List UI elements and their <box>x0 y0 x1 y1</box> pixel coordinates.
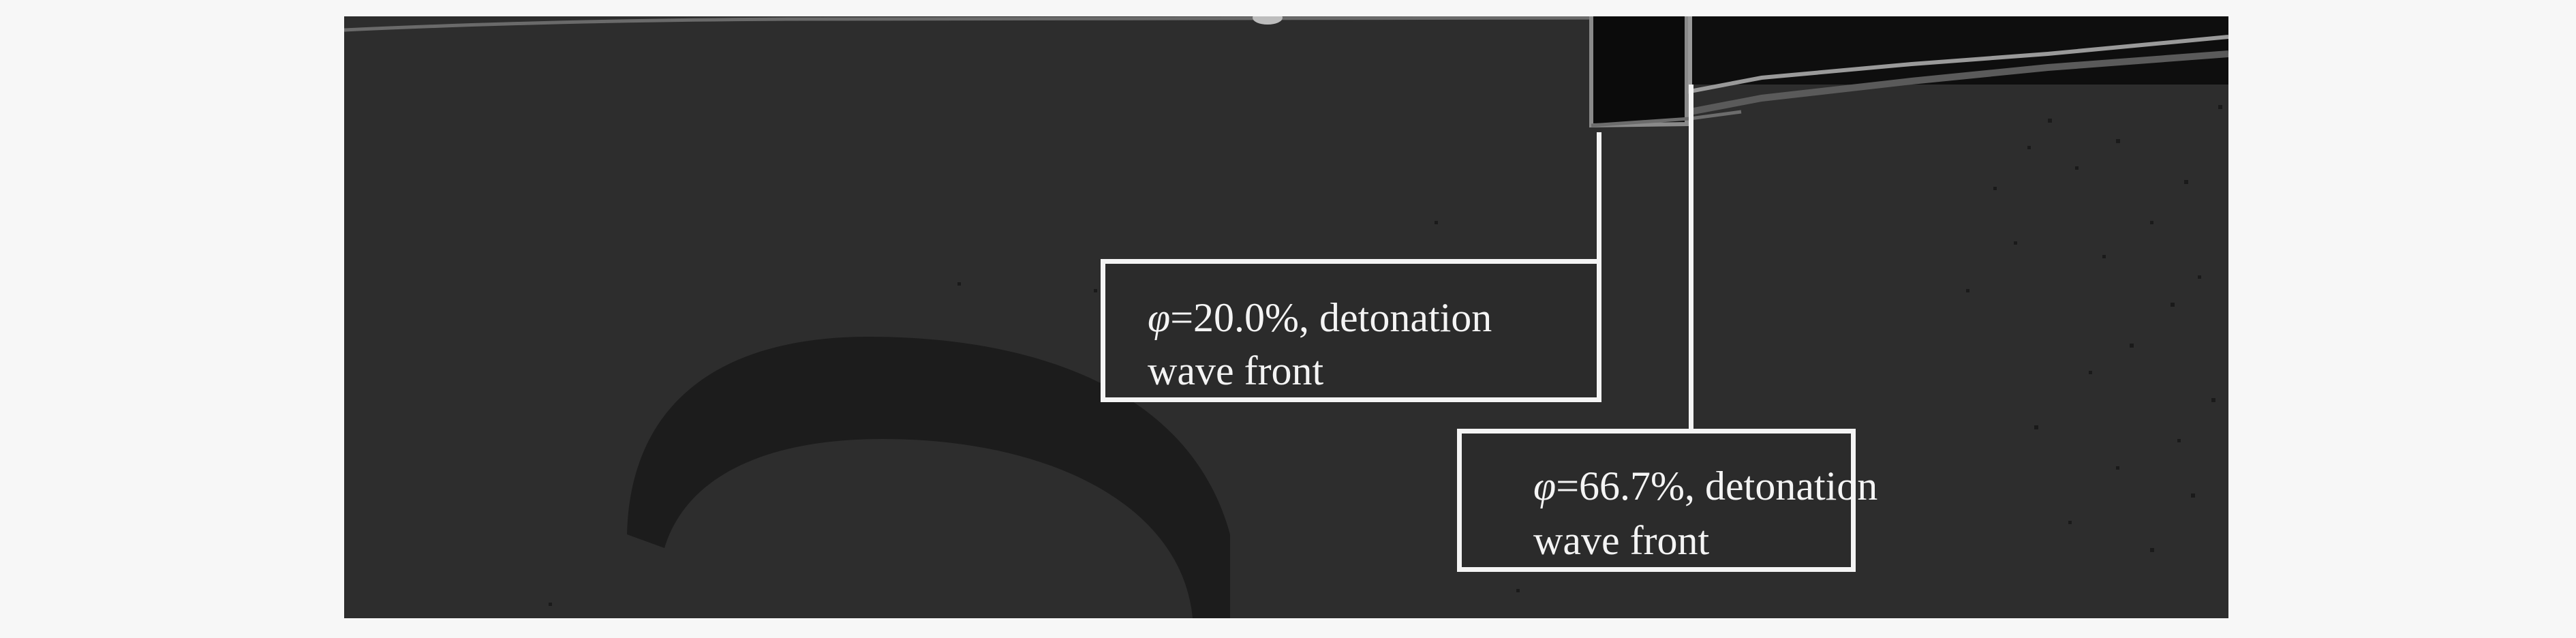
annotation-box-phi-20: φ=20.0%, detonation wave front <box>1101 259 1601 402</box>
annotation-line-1: φ=20.0%, detonation <box>1148 291 1492 344</box>
annotation-line-2: wave front <box>1148 348 1324 393</box>
dark-obstacle-left <box>1591 16 1687 125</box>
phi-symbol: φ <box>1533 464 1557 508</box>
annotation-box-phi-66-7: φ=66.7%, detonation wave front <box>1457 429 1877 572</box>
dark-arc-region <box>627 337 1230 618</box>
annotation-line-1: φ=66.7%, detonation <box>1533 459 1877 513</box>
front-edge-glow <box>1689 50 2228 115</box>
high-speed-photograph: φ=20.0%, detonation wave front φ=66.7%, … <box>344 16 2228 618</box>
annotation-text-line-1: =20.0%, detonation <box>1170 295 1492 340</box>
top-edge-streak <box>344 16 1640 32</box>
phi-symbol: φ <box>1148 295 1171 340</box>
front-edge-bright <box>1688 16 2228 94</box>
annotation-line-2: wave front <box>1533 518 1710 563</box>
annotation-text-line-1: =66.7%, detonation <box>1556 464 1878 508</box>
bright-spot <box>1253 16 1283 25</box>
photograph-features <box>344 16 2228 618</box>
leader-line-phi-66-7 <box>1689 85 1693 432</box>
obstacle-outline-left <box>1589 16 1689 128</box>
